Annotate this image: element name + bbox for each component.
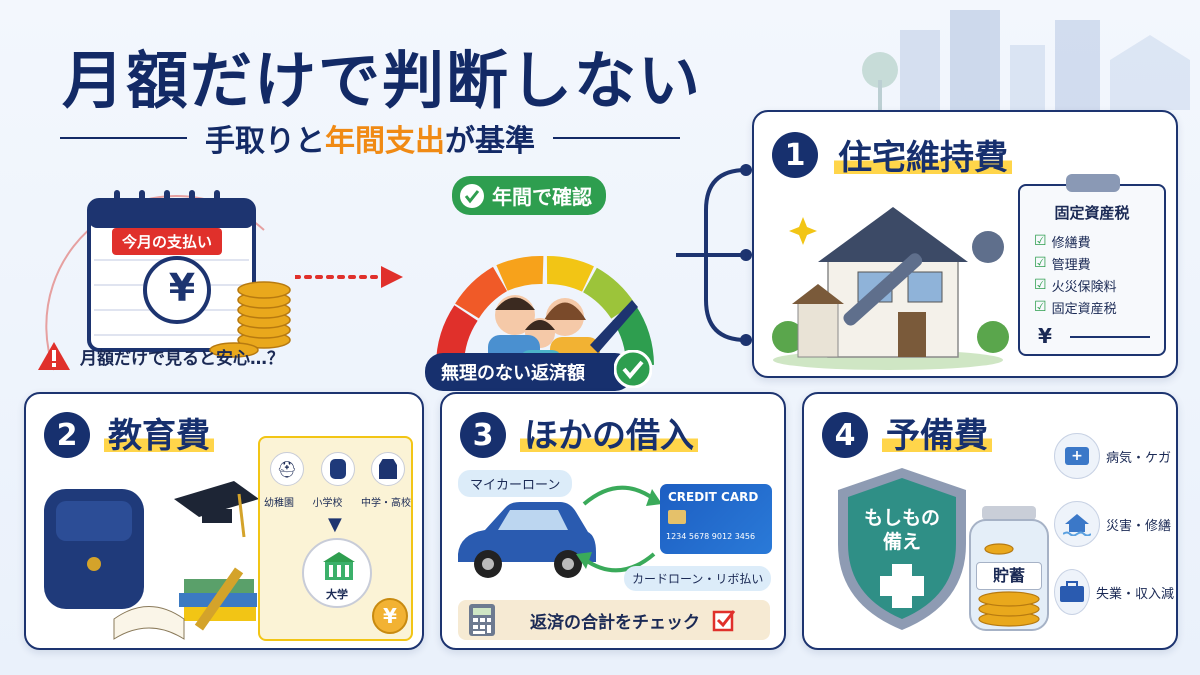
gauge-caption: 無理のない返済額 [425,353,633,391]
panel-education: 2 教育費 ⛑ 幼稚園 小学校 中学・高校 ▼ [24,392,424,650]
house-illustration [772,207,1009,370]
shield-text: もしもの 備え [863,507,940,553]
yen-coin-icon: ¥ [372,598,408,634]
risk-item: + 病気・ケガ [1054,422,1174,490]
panel-number: 3 [460,412,506,458]
risk-label: 病気・ケガ [1106,450,1172,466]
checklist: ☑ 修繕費 ☑ 管理費 ☑ 火災保険料 ☑ 固定資産税 [1034,230,1117,318]
risk-item: 失業・収入減 [1054,558,1174,626]
checklist-item: ☑ 管理費 [1034,255,1091,273]
card-loan-label: カードローン・リボ払い [624,566,772,591]
checklist-clipboard: 固定資産税 ☑ 修繕費 ☑ 管理費 ☑ 火災保険料 ☑ 固定資産税 ¥ [1018,174,1166,356]
dotted-arrow-icon [295,266,403,288]
card-brand: CREDIT CARD [668,490,759,504]
city-skyline-illustration [862,10,1190,110]
subtitle-highlight: 年間支出 [325,124,445,159]
stage-icons: ⛑ [270,452,405,486]
stage-label: 幼稚園 [264,498,294,509]
jar-label: 貯蓄 [976,562,1042,590]
checklist-item: ☑ 火災保険料 [1034,277,1117,295]
panel-title: ほかの借入 [520,408,698,457]
warning-text: 月額だけで見ると安心…？ [80,348,284,369]
card-number: 1234 5678 9012 3456 [666,532,756,541]
subtitle-rule-right [553,137,680,139]
risk-label: 災害・修繕 [1106,518,1172,534]
backpack-icon [320,452,355,486]
clipboard-clip [1066,174,1120,192]
amount-line [1070,336,1150,338]
panel-loans: 3 ほかの借入 マイカーローン CREDIT CARD 1234 5678 90… [440,392,786,650]
card-chip-icon [668,510,686,524]
car-illustration [458,502,596,578]
shield-icon [838,468,966,630]
panel-title: 教育費 [104,408,214,457]
calendar-yen-symbol: ¥ [168,266,196,310]
page-title: 月額だけで判断しない [62,44,703,117]
checklist-item: ☑ 修繕費 [1034,233,1091,251]
credit-card: CREDIT CARD 1234 5678 9012 3456 [660,484,772,554]
checkbox-checked-icon: ☑ [1034,277,1047,293]
school-supplies-illustration [44,481,259,640]
university-badge: 大学 [302,538,372,608]
risk-list: + 病気・ケガ 災害・修繕 失業・収入減 [1054,422,1174,626]
checkbox-checked-icon: ☑ [1034,233,1047,249]
checkbox-checked-icon: ☑ [1034,255,1047,271]
hat-icon: ⛑ [270,452,304,486]
subtitle-rule-left [60,137,187,139]
stage-labels: 幼稚園 小学校 中学・高校 [264,494,411,509]
university-label: 大学 [326,588,348,601]
panel-title: 予備費 [882,408,992,457]
cycle-arrows-icon [576,485,662,573]
checkbox-checked-icon: ☑ [1034,299,1047,315]
checkbox-checked-icon [712,610,736,632]
arrow-down-icon: ▼ [328,514,342,535]
stage-label: 中学・高校 [361,498,411,509]
repayment-check-bar: 返済の合計をチェック [458,600,770,640]
risk-label: 失業・収入減 [1095,586,1174,602]
bracket-connector [676,164,752,346]
briefcase-icon [1054,569,1090,615]
panel-title: 住宅維持費 [834,130,1012,179]
gauge-badge: 年間で確認 [452,176,606,215]
risk-item: 災害・修繕 [1054,490,1174,558]
page-subtitle: 手取りと年間支出が基準 [60,118,680,159]
subtitle-text-2: が基準 [445,124,535,159]
car-loan-label: マイカーローン [458,470,573,497]
warning-message: 月額だけで見ると安心…？ [36,340,284,372]
warning-icon [38,342,70,370]
calendar-label: 今月の支払い [112,228,223,255]
subtitle-text-1: 手取りと [205,124,325,159]
checklist-yen-symbol: ¥ [1038,324,1052,348]
university-building-icon [323,552,355,580]
panel-number: 4 [822,412,868,458]
checklist-item: ☑ 固定資産税 [1034,299,1117,317]
check-icon [460,183,484,208]
repayment-check-text: 返済の合計をチェック [530,612,700,633]
medical-kit-icon: + [1054,433,1100,479]
checklist-title: 固定資産税 [1054,204,1130,222]
stage-label: 小学校 [312,498,343,509]
gauge-badge-label: 年間で確認 [492,185,592,209]
education-stages-box: ⛑ 幼稚園 小学校 中学・高校 ▼ 大学 ¥ [258,436,413,641]
panel-number: 2 [44,412,90,458]
approval-check-icon [614,350,652,388]
uniform-icon [371,452,405,486]
flooded-house-icon [1054,501,1100,547]
calculator-icon [469,604,495,636]
panel-housing: 1 住宅維持費 固定資産税 ☑ 修繕費 ☑ 管理費 ☑ 火災 [752,110,1178,378]
panel-number: 1 [772,132,818,178]
panel-reserve: 4 予備費 もしもの 備え 貯蓄 + 病気・ケガ 災害・修繕 [802,392,1178,650]
